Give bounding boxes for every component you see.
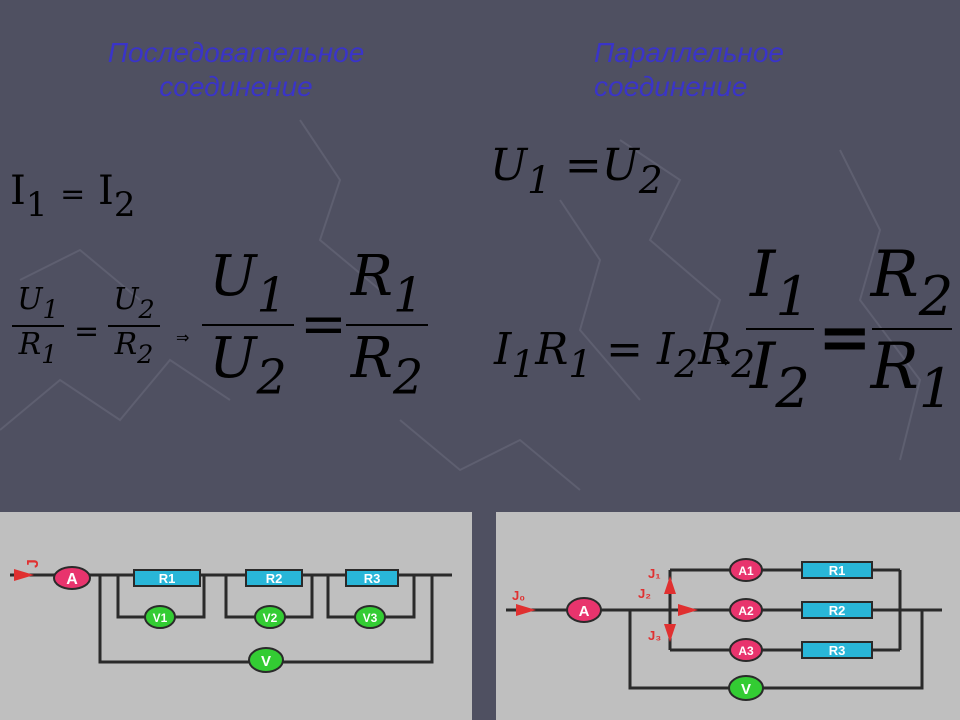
series-circuit-diagram: J A R1 R2 R3 V1 V2 V3 [10,559,452,673]
svg-text:A1: A1 [738,564,754,578]
parallel-ammeter-a2: A2 [729,598,763,622]
svg-text:V3: V3 [363,611,378,625]
fraction-u1-r1: U1 R1 [10,282,66,370]
svg-text:V: V [741,681,751,698]
series-total-voltmeter: V [248,647,284,673]
fraction-i1-i2: I1 I2 [744,238,816,420]
parallel-circuit-panel: J₀ J₁ J₂ J₃ A A1 A2 A3 R1 R2 [496,512,960,720]
parallel-product-equality: I1R1 = I2R2 [494,324,756,387]
parallel-big-equals-sign: = [818,300,872,375]
series-resistor-r2: R2 [245,569,303,587]
parallel-ammeter-a3: A3 [729,638,763,662]
svg-text:A3: A3 [738,644,754,658]
parallel-main-ammeter: A [566,597,602,623]
parallel-heading: Параллельное соединение [594,37,784,102]
svg-text:V: V [261,653,271,670]
svg-text:R3: R3 [364,571,381,586]
series-ammeter [53,566,91,590]
parallel-ammeter-a1: A1 [729,558,763,582]
parallel-circuit-diagram: J₀ J₁ J₂ J₃ A A1 A2 A3 R1 R2 [506,558,942,701]
fraction-u1-u2: U1 U2 [200,244,296,405]
parallel-resistor-r3: R3 [801,641,873,659]
svg-text:V1: V1 [153,611,168,625]
series-current-equality: I1 = I2 [10,168,136,225]
fraction-u2-r2: U2 R2 [106,282,162,370]
small-equals-sign: = [74,314,100,349]
series-implies-arrow: ⇒ [176,328,190,347]
parallel-resistor-r1: R1 [801,561,873,579]
parallel-total-current-label: J₀ [512,588,525,603]
svg-text:R2: R2 [829,603,846,618]
series-voltmeter-v3: V3 [354,605,386,629]
parallel-branch3-current-label: J₃ [648,628,661,643]
parallel-voltage-equality: U1 =U2 [490,140,663,203]
series-heading: Последовательное соединение [107,37,365,102]
svg-text:A: A [579,603,590,620]
parallel-branch1-current-label: J₁ [648,566,661,581]
parallel-implies-arrow: ⇒ [716,352,730,371]
svg-text:R3: R3 [829,643,846,658]
series-circuit-panel: J A R1 R2 R3 V1 V2 V3 [0,512,472,720]
series-resistor-r3: R3 [345,569,399,587]
parallel-voltmeter: V [728,675,764,701]
svg-text:R1: R1 [159,571,176,586]
svg-text:V2: V2 [263,611,278,625]
svg-text:R1: R1 [829,563,846,578]
big-equals-sign: = [300,292,347,357]
svg-text:A2: A2 [738,604,754,618]
series-resistor-r1: R1 [133,569,201,587]
series-ammeter-label: A [66,571,78,588]
svg-text:R2: R2 [266,571,283,586]
fraction-r1-r2: R1 R2 [344,244,430,405]
series-voltmeter-v1: V1 [144,605,176,629]
series-voltmeter-v2: V2 [254,605,286,629]
parallel-resistor-r2: R2 [801,601,873,619]
parallel-branch2-current-label: J₂ [638,586,651,601]
series-current-label: J [25,559,42,568]
fraction-r2-r1: R2 R1 [870,238,954,421]
